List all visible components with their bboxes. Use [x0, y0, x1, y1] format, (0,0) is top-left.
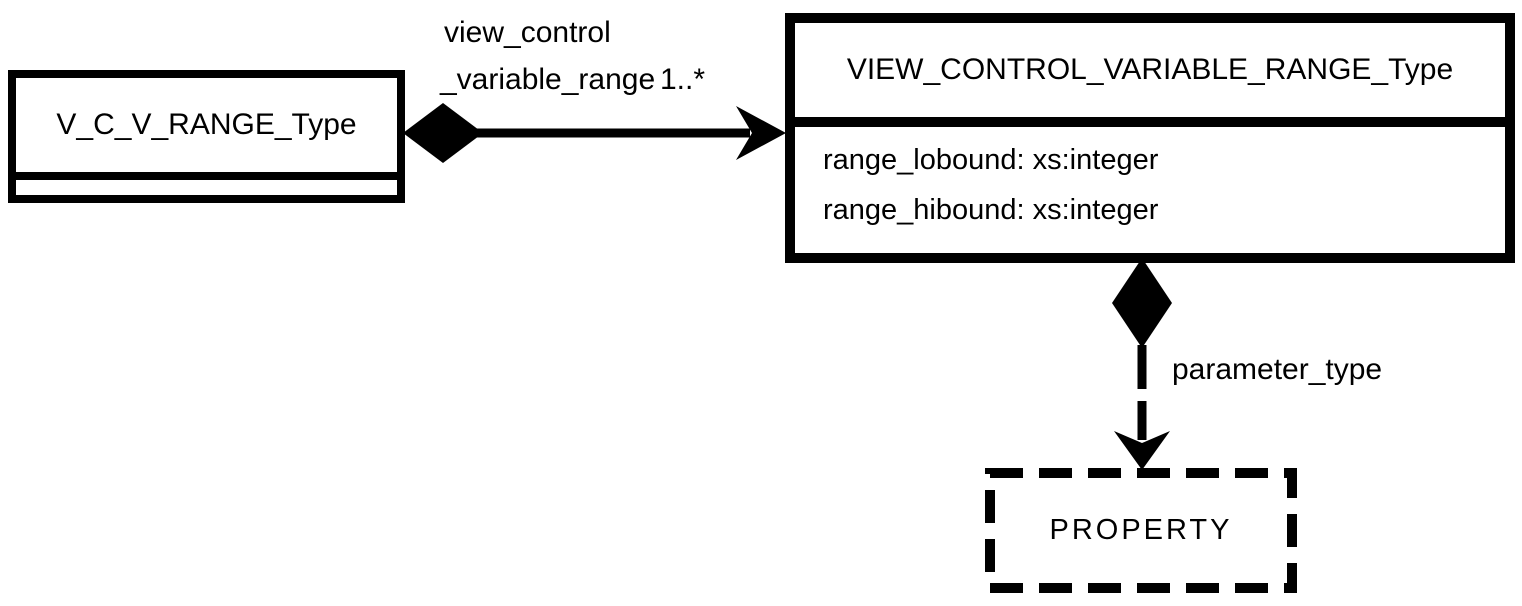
compartment-divider [16, 172, 397, 180]
association-label-line1: view_control [444, 16, 611, 49]
association-label-parameter-type: parameter_type [1172, 353, 1383, 386]
empty-attributes-compartment [16, 180, 397, 195]
arrowhead-icon [736, 106, 786, 160]
attribute-row: range_hibound: xs:integer [823, 194, 1159, 226]
class-box-view-control-variable-range-type: VIEW_CONTROL_VARIABLE_RANGE_Type range_l… [785, 13, 1515, 263]
multiplicity-label: 1..* [660, 63, 706, 96]
class-name: V_C_V_RANGE_Type [56, 108, 357, 141]
class-box-property: PROPERTY [985, 468, 1297, 593]
compartment-divider [795, 117, 1505, 127]
property-box-border [985, 468, 1297, 593]
attributes-compartment: range_lobound: xs:integer range_hibound:… [795, 127, 1505, 235]
composition-diamond-icon [403, 103, 483, 163]
class-name: PROPERTY [1049, 514, 1233, 546]
association-label-line2: _variable_range [440, 63, 656, 96]
composition-diamond-icon [1112, 258, 1172, 348]
arrowhead-icon [1114, 431, 1170, 470]
class-name: VIEW_CONTROL_VARIABLE_RANGE_Type [846, 53, 1454, 86]
attribute-row: range_lobound: xs:integer [823, 144, 1159, 176]
class-box-vcv-range: V_C_V_RANGE_Type [8, 70, 405, 203]
